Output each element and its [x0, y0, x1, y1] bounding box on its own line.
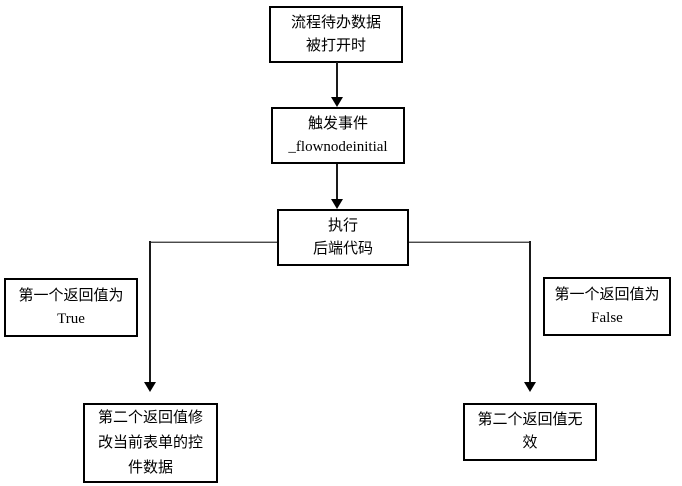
- branch-true-line1: 第一个返回值为: [18, 287, 124, 304]
- node-execute-line1: 执行: [327, 217, 358, 234]
- connector-trigger-execute-line: [336, 164, 338, 200]
- node-result-modify: 第二个返回值修 改当前表单的控 件数据: [83, 403, 218, 483]
- connector-false-branch-horizontal-line: [409, 241, 531, 243]
- result-invalid-line2: 效: [522, 435, 538, 451]
- branch-false-line1: 第一个返回值为: [554, 286, 660, 303]
- node-result-invalid: 第二个返回值无 效: [463, 403, 597, 461]
- result-modify-line2: 改当前表单的控: [97, 434, 203, 451]
- connector-false-branch-vertical-line: [529, 241, 531, 382]
- node-trigger-line1: 触发事件: [307, 115, 368, 132]
- node-trigger-line2: _flownodeinitial: [288, 138, 388, 155]
- node-start: 流程待办数据 被打开时: [269, 6, 403, 63]
- node-branch-true: 第一个返回值为 True: [4, 278, 138, 337]
- connector-true-branch-horizontal-line: [150, 241, 277, 243]
- node-execute-line2: 后端代码: [312, 240, 373, 257]
- node-branch-false: 第一个返回值为 False: [543, 277, 671, 336]
- node-execute-backend: 执行 后端代码: [277, 209, 409, 266]
- branch-false-line2: False: [591, 309, 623, 326]
- connector-true-branch-vertical-line: [149, 241, 151, 382]
- connector-true-branch-arrowhead-icon: [144, 382, 156, 392]
- branch-true-line2: True: [57, 310, 85, 327]
- connector-start-trigger-arrowhead-icon: [331, 97, 343, 107]
- node-start-line1: 流程待办数据: [290, 14, 381, 31]
- result-modify-line1: 第二个返回值修: [97, 409, 203, 426]
- result-invalid-line1: 第二个返回值无: [477, 412, 583, 428]
- connector-false-branch-arrowhead-icon: [524, 382, 536, 392]
- connector-start-trigger-line: [336, 62, 338, 98]
- node-trigger-event: 触发事件 _flownodeinitial: [271, 107, 405, 164]
- connector-trigger-execute-arrowhead-icon: [331, 199, 343, 209]
- result-modify-line3: 件数据: [127, 459, 173, 476]
- node-start-line2: 被打开时: [305, 37, 366, 54]
